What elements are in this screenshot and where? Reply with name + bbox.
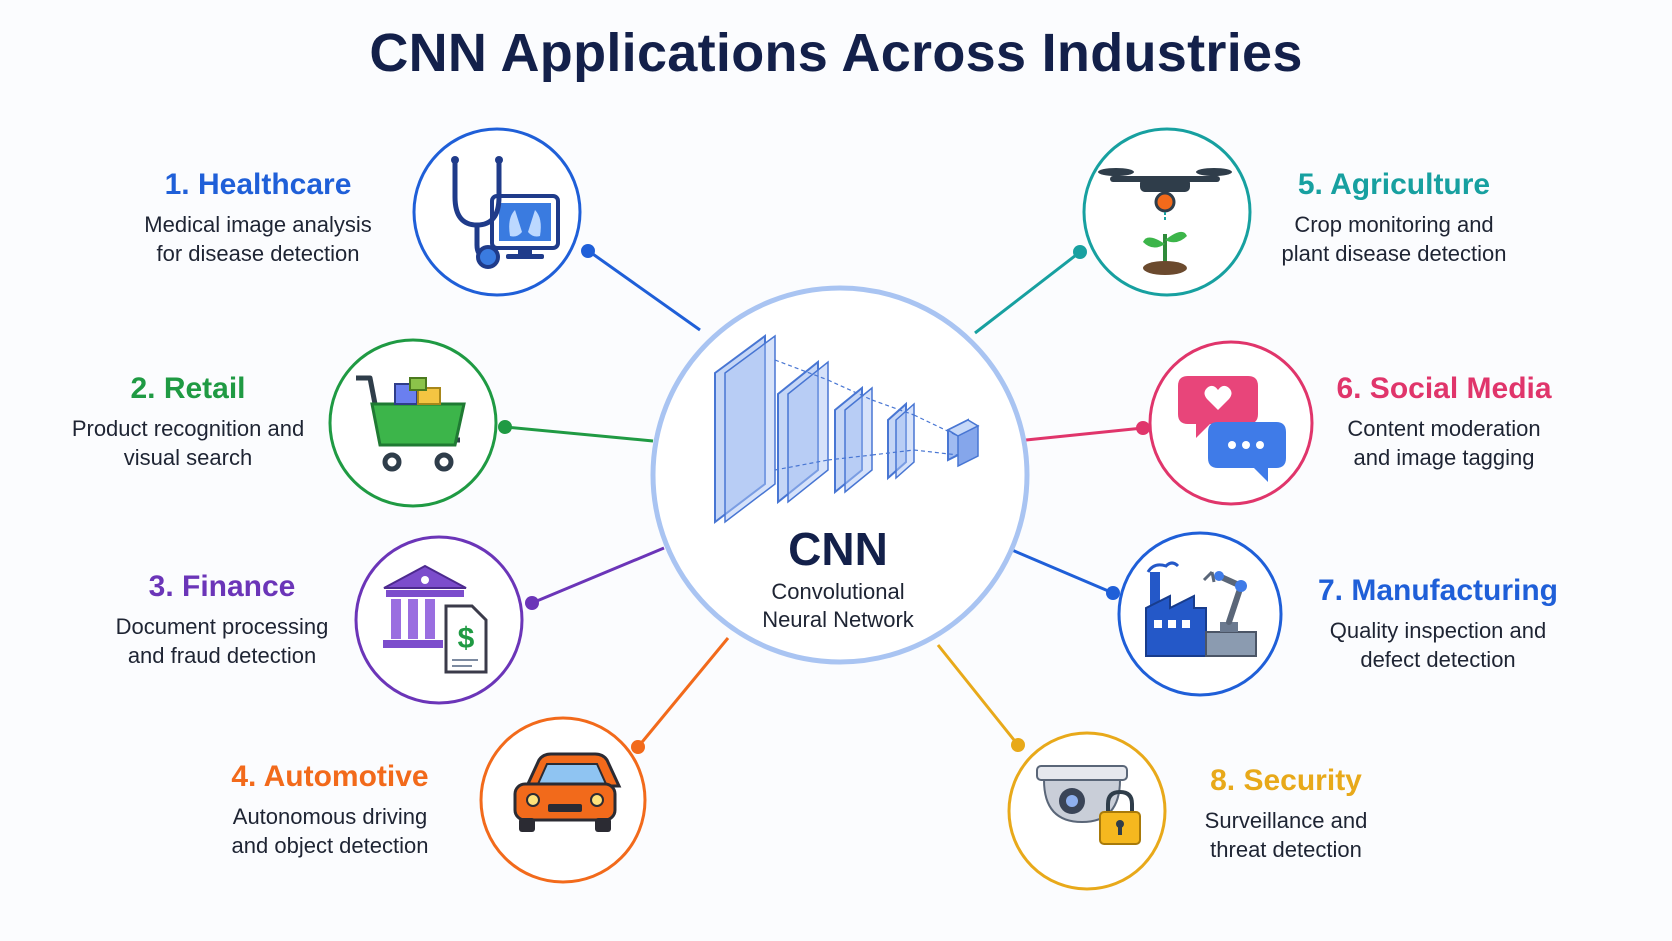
label-title: 8. Security xyxy=(1210,764,1362,797)
node-security xyxy=(1007,731,1167,891)
label-desc-line1: Content moderation xyxy=(1347,416,1541,441)
label-desc-line1: Document processing xyxy=(115,614,329,639)
label-retail: 2. Retail Product recognition and visual… xyxy=(38,370,338,472)
node-manufacturing xyxy=(1117,531,1283,697)
connector-security xyxy=(936,644,1020,746)
label-desc-line2: plant disease detection xyxy=(1281,241,1507,266)
car-icon xyxy=(513,752,622,832)
label-desc-line2: for disease detection xyxy=(156,241,360,266)
bank-document-icon: $ xyxy=(383,564,488,674)
label-healthcare: 1. Healthcare Medical image analysis for… xyxy=(108,166,408,268)
label-title: 5. Agriculture xyxy=(1297,168,1491,201)
label-manufacturing: 7. Manufacturing Quality inspection and … xyxy=(1278,572,1598,674)
hub-subtitle-line1: Convolutional xyxy=(771,579,905,604)
connector-dot-social xyxy=(1136,421,1150,435)
label-desc-line2: and object detection xyxy=(231,833,429,858)
connector-dot-agriculture xyxy=(1073,245,1087,259)
hub-title: CNN xyxy=(788,523,888,575)
drone-plant-icon xyxy=(1098,168,1232,275)
label-desc-line2: threat detection xyxy=(1210,837,1362,862)
label-desc-line1: Surveillance and xyxy=(1204,808,1368,833)
connector-manufacturing xyxy=(1011,548,1114,595)
stethoscope-xray-icon xyxy=(451,156,560,269)
factory-robot-arm-icon xyxy=(1145,561,1257,657)
label-title: 4. Automotive xyxy=(231,760,429,793)
connectors xyxy=(498,244,1150,754)
label-automotive: 4. Automotive Autonomous driving and obj… xyxy=(180,758,480,860)
camera-lock-icon xyxy=(1036,765,1141,845)
connector-dot-finance xyxy=(525,596,539,610)
connector-dot-healthcare xyxy=(581,244,595,258)
label-title: 7. Manufacturing xyxy=(1317,574,1558,607)
node-healthcare xyxy=(412,127,582,297)
label-desc-line1: Quality inspection and xyxy=(1329,618,1547,643)
label-agriculture: 5. Agriculture Crop monitoring and plant… xyxy=(1244,166,1544,268)
label-title: 2. Retail xyxy=(130,372,246,405)
chat-bubbles-icon xyxy=(1178,376,1286,482)
connector-social xyxy=(1025,426,1144,442)
node-social-media xyxy=(1148,340,1314,506)
connector-agriculture xyxy=(974,250,1081,335)
hub-subtitle-line2: Neural Network xyxy=(762,607,914,632)
svg-text:$: $ xyxy=(458,622,475,655)
label-desc-line1: Autonomous driving xyxy=(232,804,428,829)
label-desc-line2: defect detection xyxy=(1360,647,1516,672)
connector-retail xyxy=(504,425,654,443)
label-security: 8. Security Surveillance and threat dete… xyxy=(1136,762,1436,864)
shopping-cart-icon xyxy=(356,375,466,472)
connector-dot-retail xyxy=(498,420,512,434)
label-desc-line2: and fraud detection xyxy=(127,643,317,668)
connector-automotive xyxy=(636,637,730,748)
label-title: 3. Finance xyxy=(148,570,296,603)
page-title: CNN Applications Across Industries xyxy=(369,23,1303,83)
label-title: 1. Healthcare xyxy=(164,168,352,201)
connector-dot-manufacturing xyxy=(1106,586,1120,600)
label-desc-line1: Crop monitoring and xyxy=(1294,212,1494,237)
label-desc-line2: visual search xyxy=(123,445,253,470)
cnn-layers-icon xyxy=(714,334,980,525)
node-automotive xyxy=(479,716,647,884)
connector-healthcare xyxy=(589,250,701,332)
node-finance: $ xyxy=(354,535,524,705)
connector-dot-automotive xyxy=(631,740,645,754)
label-desc-line1: Medical image analysis xyxy=(144,212,372,237)
label-social-media: 6. Social Media Content moderation and i… xyxy=(1294,370,1594,472)
cnn-hub xyxy=(650,285,1030,665)
label-finance: 3. Finance Document processing and fraud… xyxy=(72,568,372,670)
connector-finance xyxy=(531,546,665,605)
connector-dot-security xyxy=(1011,738,1025,752)
label-title: 6. Social Media xyxy=(1336,372,1552,405)
node-retail xyxy=(328,338,498,508)
hub-subtitle: Convolutional Neural Network xyxy=(718,578,958,634)
node-agriculture xyxy=(1082,127,1252,297)
label-desc-line1: Product recognition and xyxy=(71,416,305,441)
label-desc-line2: and image tagging xyxy=(1353,445,1535,470)
